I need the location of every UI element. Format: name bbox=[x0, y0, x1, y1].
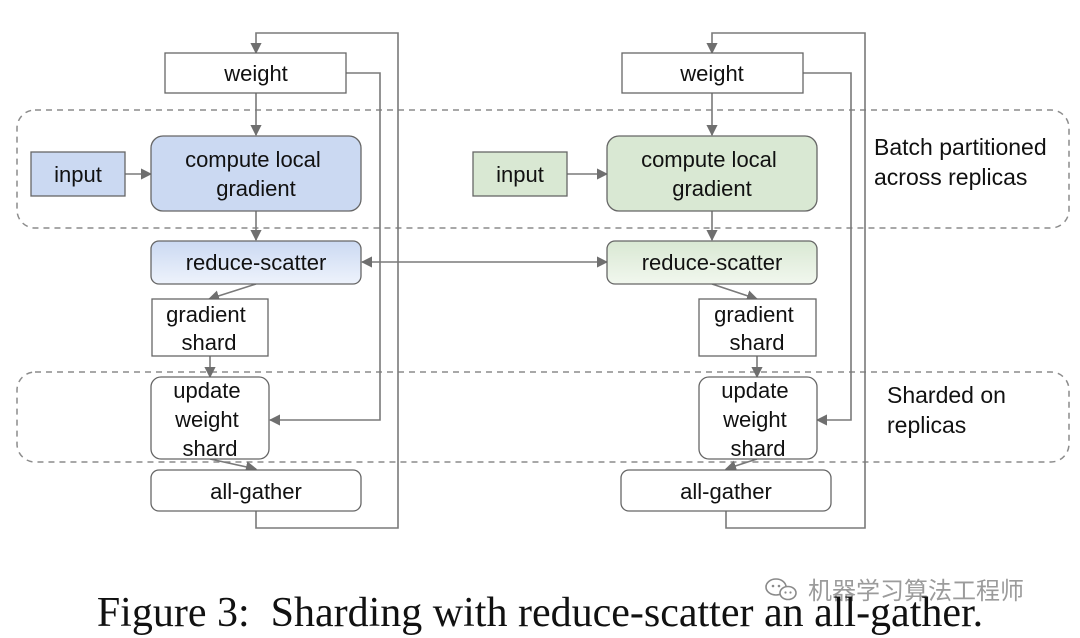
left-update-label-line: shard bbox=[182, 436, 237, 461]
watermark-text: 机器学习算法工程师 bbox=[808, 577, 1024, 605]
right-compute-node: compute local gradient bbox=[606, 135, 818, 212]
batch-region-label: Batch partitioned across replicas bbox=[874, 134, 1053, 190]
left-weight-feed-edge bbox=[268, 72, 381, 426]
right-all-gather-label: all-gather bbox=[680, 479, 772, 504]
svg-text:input: input bbox=[496, 162, 544, 187]
wechat-icon bbox=[765, 578, 797, 601]
sharded-region-label-line: replicas bbox=[887, 412, 966, 438]
right-gradient-shard-label-line: gradient bbox=[714, 302, 794, 327]
batch-region-label-line: Batch partitioned bbox=[874, 134, 1047, 160]
right-update-label-line: update bbox=[721, 378, 788, 403]
right-compute-label-line: gradient bbox=[672, 176, 752, 201]
left-update-to-allgather-edge bbox=[209, 458, 258, 473]
svg-text:gradient shard: gradient shard bbox=[166, 302, 252, 355]
right-gradient-shard-label-line: shard bbox=[729, 330, 784, 355]
left-weight-label: weight bbox=[223, 61, 288, 86]
right-compute-label-line: compute local bbox=[641, 147, 777, 172]
right-all-gather-node: all-gather bbox=[620, 469, 832, 512]
left-reduce-scatter-label: reduce-scatter bbox=[186, 250, 327, 275]
svg-text:gradient shard: gradient shard bbox=[714, 302, 800, 355]
left-loop-edge bbox=[250, 32, 399, 529]
svg-text:input: input bbox=[54, 162, 102, 187]
right-input-node: input bbox=[472, 151, 568, 197]
left-input-node: input bbox=[30, 151, 126, 197]
left-reduce-to-gradient-edge bbox=[207, 283, 257, 302]
right-update-label-line: shard bbox=[730, 436, 785, 461]
right-update-label-line: weight bbox=[722, 407, 787, 432]
left-all-gather-label: all-gather bbox=[210, 479, 302, 504]
left-input-label: input bbox=[54, 162, 102, 187]
right-replica: weight input compute local gradient redu… bbox=[472, 32, 866, 529]
sharded-region bbox=[16, 371, 1070, 463]
right-reduce-scatter-node: reduce-scatter bbox=[606, 240, 818, 285]
svg-text:compute local gradient: compute local gradient bbox=[641, 147, 783, 201]
right-weight-node: weight bbox=[621, 52, 804, 94]
right-update-to-allgather-edge bbox=[724, 458, 758, 472]
sharded-region-label-line: Sharded on bbox=[887, 382, 1006, 408]
left-weight-node: weight bbox=[164, 52, 347, 94]
svg-text:weight: weight bbox=[223, 61, 288, 86]
left-update-label-line: update bbox=[173, 378, 240, 403]
right-reduce-to-gradient-edge bbox=[711, 283, 759, 302]
right-loop-edge bbox=[706, 32, 866, 529]
left-replica: weight input compute local gradient redu… bbox=[30, 32, 399, 529]
right-update-node: update weight shard bbox=[698, 376, 818, 461]
svg-text:update weight: update weight shard bbox=[173, 378, 246, 461]
left-all-gather-node: all-gather bbox=[150, 469, 362, 512]
watermark: 机器学习算法工程师 bbox=[765, 577, 1024, 605]
sharded-region-label: Sharded on replicas bbox=[887, 382, 1012, 438]
left-gradient-shard-label-line: gradient bbox=[166, 302, 246, 327]
left-update-label-line: weight bbox=[174, 407, 239, 432]
batch-partitioned-region bbox=[16, 109, 1070, 229]
svg-text:reduce-scatter: reduce-scatter bbox=[642, 250, 783, 275]
right-input-label: input bbox=[496, 162, 544, 187]
svg-text:update weight: update weight shard bbox=[721, 378, 794, 461]
svg-text:compute local gradient: compute local gradient bbox=[185, 147, 327, 201]
svg-text:weight: weight bbox=[679, 61, 744, 86]
left-compute-label-line: compute local bbox=[185, 147, 321, 172]
figure-caption: Figure 3: Sharding with reduce-scatter a… bbox=[97, 590, 983, 636]
svg-text:all-gather: all-gather bbox=[680, 479, 772, 504]
svg-text:reduce-scatter: reduce-scatter bbox=[186, 250, 327, 275]
right-weight-feed-edge bbox=[803, 72, 852, 426]
svg-text:all-gather: all-gather bbox=[210, 479, 302, 504]
right-reduce-scatter-label: reduce-scatter bbox=[642, 250, 783, 275]
batch-region-label-line: across replicas bbox=[874, 164, 1027, 190]
right-gradient-shard-node: gradient shard bbox=[698, 298, 817, 357]
right-weight-label: weight bbox=[679, 61, 744, 86]
left-update-node: update weight shard bbox=[150, 376, 270, 461]
left-reduce-scatter-node: reduce-scatter bbox=[150, 240, 362, 285]
left-gradient-shard-node: gradient shard bbox=[151, 298, 269, 357]
left-gradient-shard-label-line: shard bbox=[181, 330, 236, 355]
left-compute-label-line: gradient bbox=[216, 176, 296, 201]
left-compute-node: compute local gradient bbox=[150, 135, 362, 212]
